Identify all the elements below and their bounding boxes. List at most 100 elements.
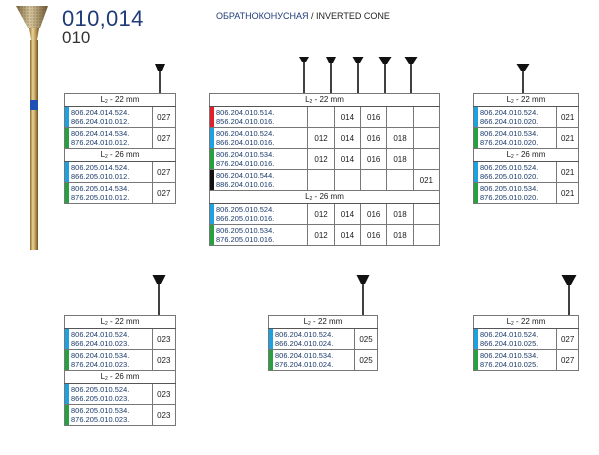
product-code: 806.204.010.544.886.204.010.016. (208, 169, 309, 191)
product-code: 806.204.014.534.876.204.010.012. (64, 127, 153, 149)
inverted-cone-bur-icon (152, 275, 166, 315)
inverted-cone-bur-icon (155, 64, 165, 94)
size-cell: 018 (386, 148, 414, 170)
product-code: 806.204.010.524.866.204.010.023. (64, 328, 153, 350)
size-cell (307, 106, 335, 128)
size-cell: 016 (360, 224, 388, 246)
product-code: 806.205.014.534.876.205.010.012. (64, 182, 153, 204)
product-code: 806.205.010.524.866.205.010.016. (208, 203, 309, 225)
length-header-26: L2 - 26 mm (209, 190, 440, 204)
size-cell: 014 (333, 127, 362, 149)
size-cell: 018 (386, 224, 414, 246)
size-cell (386, 106, 414, 128)
size-cell: 023 (151, 404, 177, 426)
length-header-22: L2 - 22 mm (473, 315, 579, 329)
product-code: 806.204.010.534.876.204.010.016. (208, 148, 309, 170)
size-cell (412, 148, 441, 170)
length-header-26: L2 - 26 mm (64, 370, 176, 384)
size-cell: 027 (151, 161, 177, 183)
inverted-cone-bur-icon (356, 275, 370, 315)
length-header-22: L2 - 22 mm (64, 315, 176, 329)
size-cell: 023 (151, 383, 177, 405)
inverted-cone-bur-icon (378, 57, 392, 93)
size-cell (333, 169, 362, 191)
bur-shank-icon (16, 6, 48, 250)
product-code: 806.204.010.514.856.204.010.016. (208, 106, 309, 128)
catalog-table-center-bottom: L2 - 22 mm 806.204.010.524.866.204.010.0… (268, 315, 378, 371)
size-cell: 021 (556, 127, 579, 149)
size-cell: 016 (360, 127, 388, 149)
size-cell: 018 (386, 127, 414, 149)
product-code: 806.204.010.524.866.204.010.016. (208, 127, 309, 149)
inverted-cone-bur-icon (352, 57, 364, 93)
size-cell: 027 (151, 106, 177, 128)
catalog-table-right-bottom: L2 - 22 mm 806.204.010.524.866.204.010.0… (472, 315, 579, 371)
size-cell: 021 (556, 106, 579, 128)
size-cell: 016 (360, 148, 388, 170)
catalog-table-left-bottom: L2 - 22 mm 806.204.010.524.866.204.010.0… (64, 315, 177, 426)
shape-description: ОБРАТНОКОНУСНАЯ / INVERTED CONE (216, 11, 390, 21)
inverted-cone-bur-icon (404, 57, 418, 93)
size-cell: 014 (333, 148, 362, 170)
size-cell: 012 (307, 148, 335, 170)
size-cell: 012 (307, 127, 335, 149)
catalog-table-center: L2 - 22 mm 806.204.010.514.856.204.010.0… (208, 93, 441, 246)
size-cell (360, 169, 388, 191)
product-code: 806.205.010.534.876.205.010.023. (64, 404, 153, 426)
size-cell: 021 (412, 169, 441, 191)
size-cell: 021 (556, 161, 579, 183)
size-cell: 025 (354, 349, 378, 371)
shape-name-en: INVERTED CONE (315, 11, 390, 21)
product-code: 806.204.010.534.876.204.010.023. (64, 349, 153, 371)
length-header-26: L2 - 26 mm (473, 148, 579, 162)
product-code: 806.205.010.534.876.205.010.020. (472, 182, 558, 204)
size-cell: 027 (151, 182, 177, 204)
product-code: 806.205.010.524.866.205.010.020. (472, 161, 558, 183)
page-title-numbers: 010,014 (62, 6, 144, 31)
length-header-22: L2 - 22 mm (268, 315, 378, 329)
size-cell: 023 (151, 328, 177, 350)
product-code: 806.204.010.524.866.204.010.025. (472, 328, 558, 350)
product-code: 806.205.010.534.876.205.010.016. (208, 224, 309, 246)
size-cell (412, 224, 441, 246)
length-header-26: L2 - 26 mm (64, 148, 176, 162)
length-header-22: L2 - 22 mm (473, 93, 579, 107)
size-cell: 014 (333, 224, 362, 246)
size-cell: 012 (307, 224, 335, 246)
product-code: 806.204.010.534.876.204.010.025. (472, 349, 558, 371)
product-code: 806.204.010.524.866.204.010.024. (268, 328, 355, 350)
size-cell: 014 (333, 106, 362, 128)
size-cell: 025 (354, 328, 378, 350)
size-cell: 023 (151, 349, 177, 371)
product-code: 806.204.010.534.876.204.010.020. (472, 127, 558, 149)
size-cell (307, 169, 335, 191)
catalog-table-left-top: L2 - 22 mm 806.204.014.524.866.204.010.0… (64, 93, 177, 204)
length-header-22: L2 - 22 mm (64, 93, 176, 107)
size-cell (386, 169, 414, 191)
product-code: 806.205.010.524.866.205.010.023. (64, 383, 153, 405)
product-code: 806.204.014.524.866.204.010.012. (64, 106, 153, 128)
size-cell: 027 (556, 349, 579, 371)
product-code: 806.204.010.534.876.204.010.024. (268, 349, 355, 371)
size-cell (412, 127, 441, 149)
size-cell: 018 (386, 203, 414, 225)
length-header-22: L2 - 22 mm (209, 93, 440, 107)
size-cell: 027 (556, 328, 579, 350)
catalog-table-right-top: L2 - 22 mm 806.204.010.524.866.204.010.0… (472, 93, 579, 204)
size-cell: 027 (151, 127, 177, 149)
inverted-cone-bur-icon (561, 275, 577, 315)
size-cell (412, 106, 441, 128)
shape-separator: / (308, 11, 316, 21)
inverted-cone-bur-icon (326, 57, 336, 93)
size-cell: 021 (556, 182, 579, 204)
inverted-cone-bur-icon (299, 57, 309, 93)
product-code: 806.205.014.524.866.205.010.012. (64, 161, 153, 183)
size-cell: 016 (360, 106, 388, 128)
shape-name-ru: ОБРАТНОКОНУСНАЯ (216, 11, 309, 21)
size-cell: 014 (333, 203, 362, 225)
size-cell: 012 (307, 203, 335, 225)
page-subtitle-number: 010 (62, 28, 91, 47)
size-cell: 016 (360, 203, 388, 225)
product-code: 806.204.010.524.866.204.010.020. (472, 106, 558, 128)
inverted-cone-bur-icon (516, 64, 530, 94)
